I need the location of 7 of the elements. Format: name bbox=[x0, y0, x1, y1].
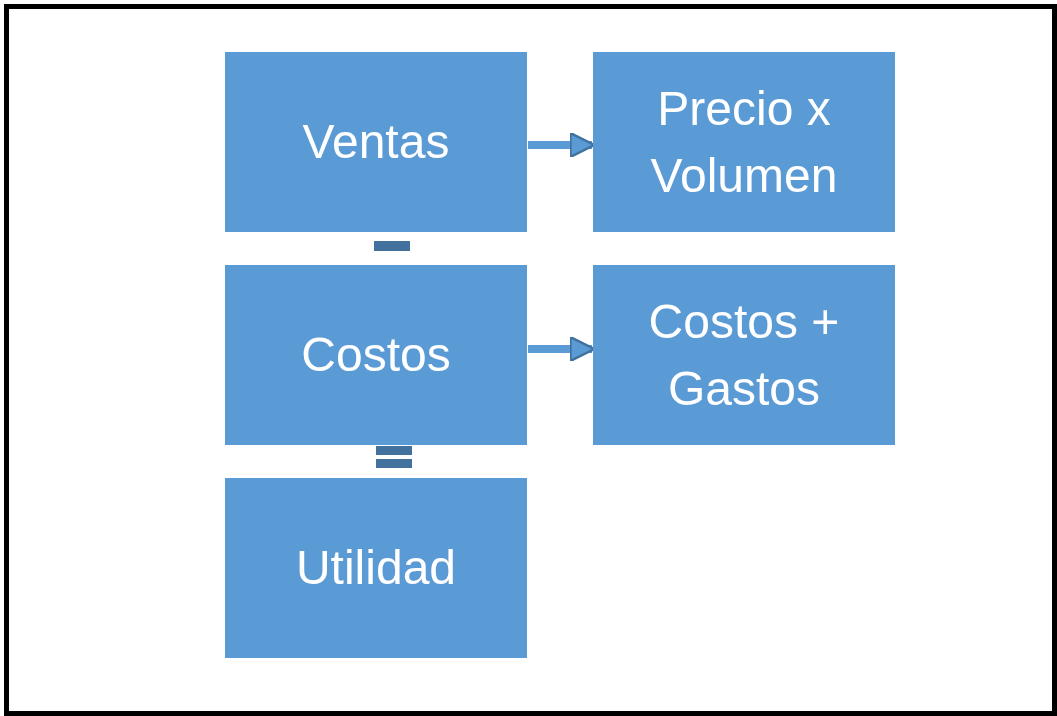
process-box: Costos bbox=[225, 265, 527, 445]
equals-sign bbox=[376, 446, 412, 468]
process-box: Costos + Gastos bbox=[593, 265, 895, 445]
process-box: Utilidad bbox=[225, 478, 527, 658]
minus-sign bbox=[374, 241, 410, 251]
process-box: Precio x Volumen bbox=[593, 52, 895, 232]
process-box: Ventas bbox=[225, 52, 527, 232]
